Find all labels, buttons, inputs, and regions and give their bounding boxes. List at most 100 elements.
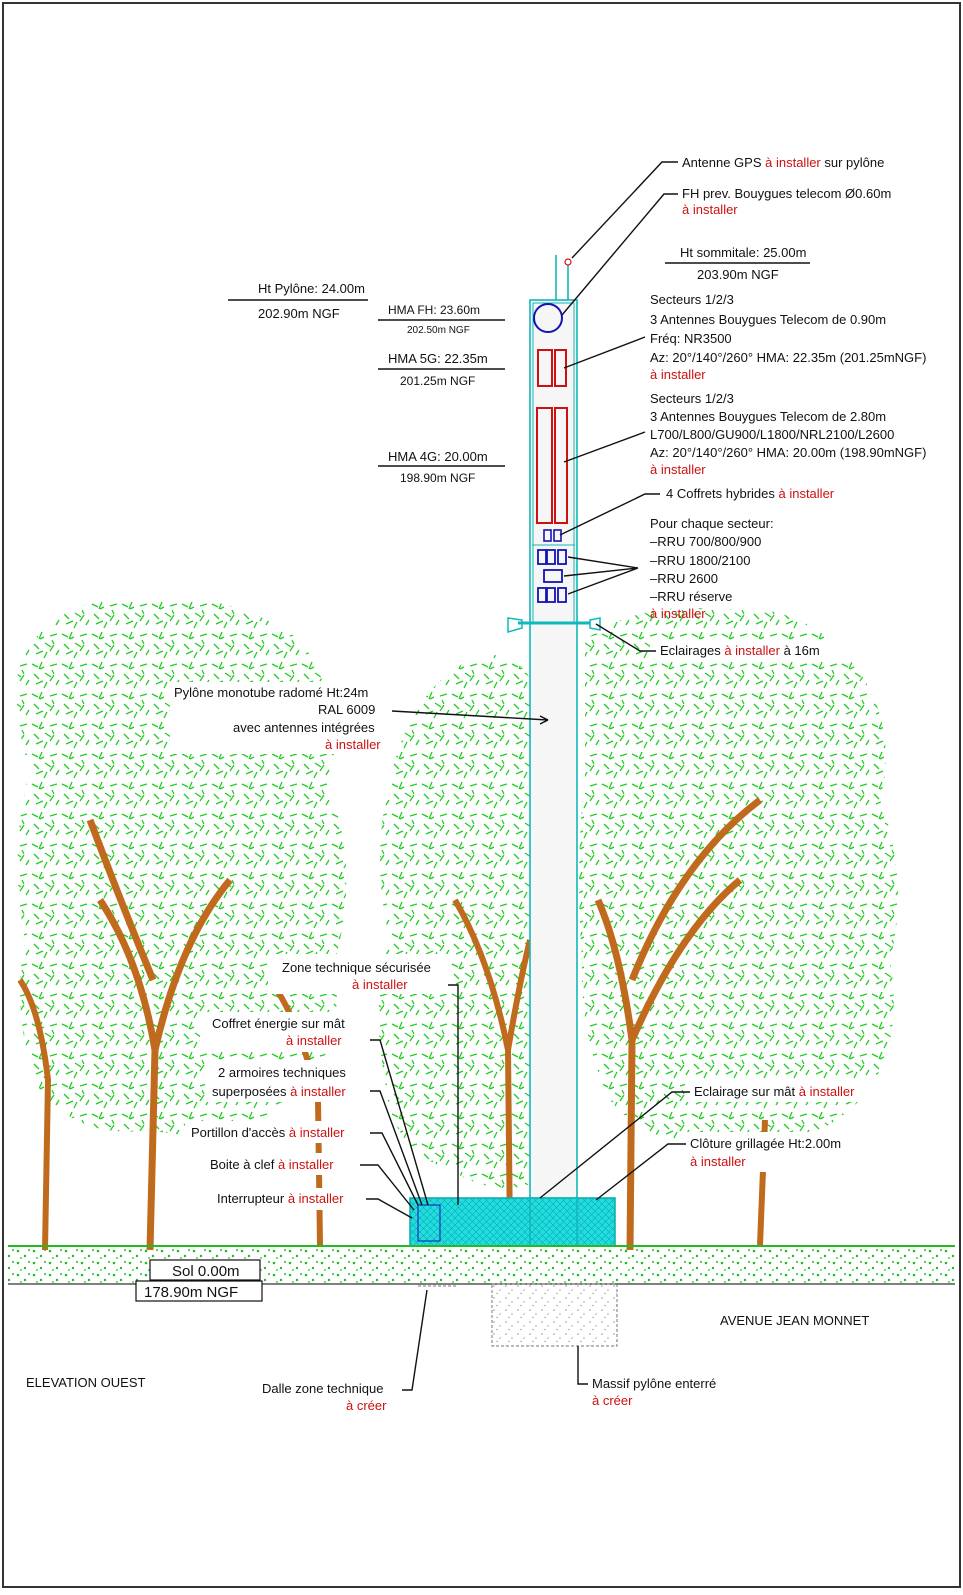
rru-3b bbox=[546, 587, 556, 603]
arrow-pylone-icon bbox=[539, 715, 549, 725]
leader-dalle bbox=[402, 1289, 428, 1391]
callout-pylone-l1: Pylône monotube radomé Ht:24m bbox=[174, 685, 368, 700]
callout-rru-l4: –RRU 2600 bbox=[650, 571, 718, 586]
trees-right bbox=[579, 608, 898, 1251]
hma-fh-ngf: 202.50m NGF bbox=[407, 325, 470, 336]
massif-fondation bbox=[491, 1283, 618, 1347]
antenna-5g-1 bbox=[537, 349, 553, 387]
label-bg-zone bbox=[268, 954, 450, 994]
coffret-hybride-1 bbox=[543, 529, 552, 542]
ht-sommitale-label: Ht sommitale: 25.00m bbox=[680, 245, 806, 260]
label-bg-armoires bbox=[205, 1060, 372, 1102]
label-bg-eclair-mat bbox=[685, 1080, 875, 1102]
callout-gps: Antenne GPS à installer sur pylône bbox=[682, 155, 884, 170]
hma-5g-label: HMA 5G: 22.35m bbox=[388, 351, 488, 366]
callout-sect4g-l2: 3 Antennes Bouygues Telecom de 2.80m bbox=[650, 409, 886, 424]
callout-fh-red: à installer bbox=[682, 202, 738, 217]
leader-fh bbox=[561, 193, 678, 316]
callout-dalle-red: à créer bbox=[346, 1398, 387, 1413]
tree-canopy-left bbox=[16, 598, 347, 1135]
rru-3a bbox=[537, 587, 547, 603]
label-bg-pylone bbox=[170, 682, 392, 754]
zone-technique-fence bbox=[409, 1197, 616, 1247]
callout-rru-l5: –RRU réserve bbox=[650, 589, 732, 604]
label-bg-portillon bbox=[185, 1121, 370, 1143]
leader-boite bbox=[360, 1164, 415, 1211]
callout-interrupteur: Interrupteur à installer bbox=[217, 1191, 344, 1206]
label-bg-interrupteur bbox=[210, 1188, 365, 1210]
coffret-hybride-2 bbox=[553, 529, 562, 542]
sol-box bbox=[149, 1259, 261, 1281]
callout-coffret-l1: Coffret énergie sur mât bbox=[212, 1016, 345, 1031]
callout-pylone-l2: RAL 6009 bbox=[318, 702, 375, 717]
callout-sect5g-l3: Fréq: NR3500 bbox=[650, 331, 732, 346]
rru-1a bbox=[537, 549, 547, 565]
callout-armoires-l1: 2 armoires techniques bbox=[218, 1065, 346, 1080]
leader-cloture bbox=[595, 1143, 686, 1201]
label-bg-cloture bbox=[682, 1132, 872, 1172]
elevation-title: ELEVATION OUEST bbox=[26, 1375, 145, 1390]
leader-portillon bbox=[370, 1132, 419, 1206]
tree-canopy-right bbox=[579, 608, 898, 1145]
callout-sect5g-l1: Secteurs 1/2/3 bbox=[650, 292, 734, 307]
callout-fh-l1: FH prev. Bouygues telecom Ø0.60m bbox=[682, 186, 891, 201]
hma-fh-label: HMA FH: 23.60m bbox=[388, 303, 480, 317]
leader-sect4g bbox=[563, 431, 646, 463]
ht-pylone-label: Ht Pylône: 24.00m bbox=[258, 281, 365, 296]
ht-pylone-ngf: 202.90m NGF bbox=[258, 306, 340, 321]
sol-label: Sol 0.00m bbox=[172, 1263, 240, 1280]
leader-coffret bbox=[370, 1039, 429, 1206]
callout-sect5g-l2: 3 Antennes Bouygues Telecom de 0.90m bbox=[650, 312, 886, 327]
avenue-label: AVENUE JEAN MONNET bbox=[720, 1313, 869, 1328]
lamp-right-icon bbox=[589, 617, 601, 631]
callout-massif-red: à créer bbox=[592, 1393, 633, 1408]
callout-coffret-red: à installer bbox=[286, 1033, 342, 1048]
rru-2600 bbox=[543, 569, 563, 583]
lamp-left-icon bbox=[507, 617, 523, 633]
ht-sommitale-ngf: 203.90m NGF bbox=[697, 267, 779, 282]
sol-ngf: 178.90m NGF bbox=[144, 1284, 238, 1301]
tree-trunk-left-3 bbox=[17, 978, 52, 1251]
callout-sect5g-red: à installer bbox=[650, 367, 706, 382]
leader-zone bbox=[448, 984, 459, 1205]
callout-dalle-l1: Dalle zone technique bbox=[262, 1381, 383, 1396]
callout-rru-red: à installer bbox=[650, 606, 706, 621]
callout-rru-l3: –RRU 1800/2100 bbox=[650, 553, 750, 568]
hma-4g-ngf: 198.90m NGF bbox=[400, 471, 475, 485]
rru-3c bbox=[557, 587, 567, 603]
tree-canopy-center bbox=[378, 655, 540, 1188]
rru-1c bbox=[557, 549, 567, 565]
callout-cloture-l1: Clôture grillagée Ht:2.00m bbox=[690, 1136, 841, 1151]
callout-sect5g-l4: Az: 20°/140°/260° HMA: 22.35m (201.25mNG… bbox=[650, 350, 926, 365]
callout-rru-l2: –RRU 700/800/900 bbox=[650, 534, 761, 549]
tree-trunk-right-1 bbox=[594, 797, 763, 1251]
armoires-icon bbox=[417, 1204, 441, 1242]
hma-4g-label: HMA 4G: 20.00m bbox=[388, 449, 488, 464]
leader-massif bbox=[577, 1346, 588, 1385]
antenna-5g-2 bbox=[554, 349, 567, 387]
callout-eclair-mat: Eclairage sur mât à installer bbox=[694, 1084, 855, 1099]
callout-cloture-red: à installer bbox=[690, 1154, 746, 1169]
leader-coffrets bbox=[559, 493, 660, 536]
label-bg-eclair16 bbox=[650, 640, 850, 662]
callout-portillon: Portillon d'accès à installer bbox=[191, 1125, 345, 1140]
callout-coffrets: 4 Coffrets hybrides à installer bbox=[666, 486, 835, 501]
callout-sect4g-red: à installer bbox=[650, 462, 706, 477]
callout-zone-l1: Zone technique sécurisée bbox=[282, 960, 431, 975]
leader-eclair-mat bbox=[539, 1091, 690, 1199]
trees-center bbox=[378, 655, 540, 1241]
fh-dish-icon bbox=[533, 303, 563, 333]
callout-rru-l1: Pour chaque secteur: bbox=[650, 516, 774, 531]
sol-ngf-box bbox=[135, 1280, 263, 1302]
leader-armoires bbox=[370, 1090, 423, 1206]
callout-massif-l1: Massif pylône enterré bbox=[592, 1376, 716, 1391]
hma-5g-ngf: 201.25m NGF bbox=[400, 374, 475, 388]
gps-antenna-icon bbox=[564, 258, 572, 266]
callout-sect4g-l4: Az: 20°/140°/260° HMA: 20.00m (198.90mNG… bbox=[650, 445, 926, 460]
callout-zone-red: à installer bbox=[352, 977, 408, 992]
tree-trunk-center bbox=[452, 898, 533, 1241]
antenna-4g-2 bbox=[554, 407, 568, 524]
label-bg-boite bbox=[205, 1153, 360, 1175]
leader-sect5g bbox=[563, 336, 646, 369]
